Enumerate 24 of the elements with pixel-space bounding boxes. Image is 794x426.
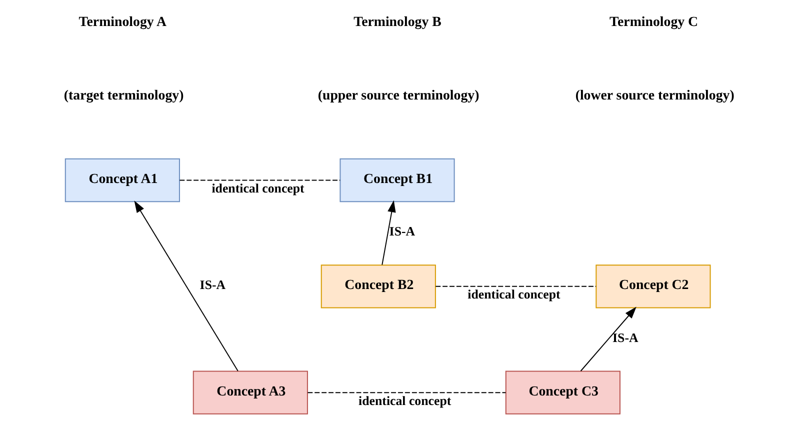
edge-label: IS-A: [199, 278, 226, 292]
node-box: Concept A3: [192, 370, 308, 414]
label: (upper source terminology): [317, 88, 479, 104]
arrow: [580, 306, 636, 372]
connector: [178, 180, 340, 181]
label: Terminology C: [609, 15, 698, 30]
node-box: Concept C2: [595, 264, 710, 308]
label: Terminology A: [78, 15, 166, 30]
node-box: Concept B1: [339, 158, 454, 202]
edge-label: IS-A: [612, 330, 638, 345]
node-box: Concept C3: [504, 370, 620, 414]
edge-label: identical concept: [211, 182, 304, 196]
label: Terminology B: [353, 15, 441, 30]
connector: [434, 286, 596, 287]
node-box: Concept B2: [320, 264, 436, 308]
arrow: [134, 200, 238, 372]
edge-label: identical concept: [467, 288, 560, 302]
label: (lower source terminology): [574, 88, 734, 104]
arrow: [381, 200, 396, 266]
node-box: Concept A1: [64, 158, 180, 202]
edge-label: IS-A: [388, 224, 415, 239]
connector: [306, 392, 506, 394]
label: (target terminology): [63, 88, 184, 104]
edge-label: identical concept: [358, 394, 451, 408]
